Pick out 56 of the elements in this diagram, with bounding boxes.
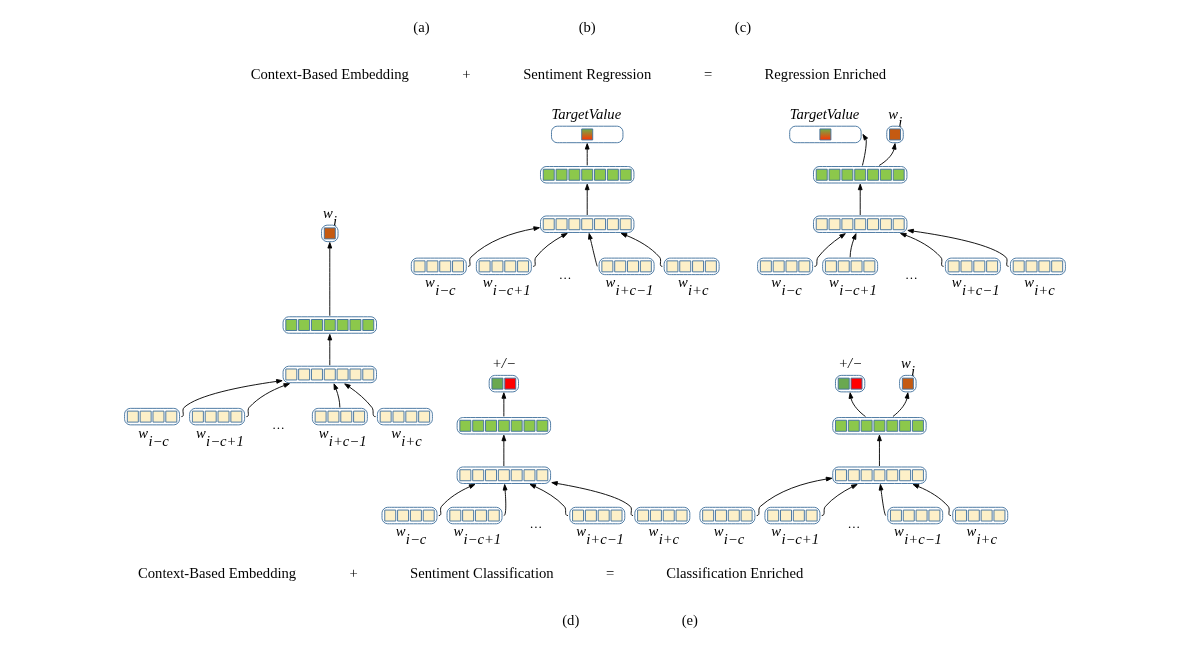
arrow [912, 484, 951, 516]
arrow [899, 232, 944, 267]
label: Sentiment Classification [409, 564, 554, 581]
arrow [813, 233, 846, 267]
label: (b) [578, 18, 596, 35]
arrow [620, 233, 663, 267]
arrow [857, 183, 863, 216]
arrow [550, 481, 633, 516]
arrow [180, 379, 283, 418]
arrow [755, 476, 832, 516]
arrow [861, 134, 868, 166]
label: … [904, 267, 918, 282]
arrow [820, 484, 858, 516]
arrow [584, 143, 590, 166]
arrow [878, 484, 886, 516]
arrow [906, 228, 1009, 267]
node-label: +/− [491, 354, 516, 371]
label: = [605, 564, 614, 581]
node-label: +/− [837, 354, 862, 371]
arrow [584, 183, 590, 216]
label: Context-Based Embedding [137, 564, 296, 581]
arrow [876, 434, 882, 467]
arrow [245, 383, 290, 418]
node-label: TargetValue [789, 105, 859, 122]
label: Context-Based Embedding [250, 66, 409, 83]
arrow [878, 143, 896, 166]
arrow [529, 483, 568, 516]
arrow [848, 392, 866, 418]
label: … [529, 517, 542, 532]
label: … [846, 517, 860, 532]
label: Sentiment Regression [522, 66, 651, 83]
arrow [326, 242, 332, 317]
arrow [437, 484, 475, 516]
node-label: TargetValue [550, 105, 621, 122]
label: (c) [734, 18, 751, 35]
arrow [532, 232, 568, 267]
label: Classification Enriched [665, 564, 803, 581]
label: + [461, 66, 470, 83]
arrow [343, 383, 376, 418]
label: + [348, 564, 358, 581]
label: … [271, 418, 285, 433]
arrow [333, 383, 340, 408]
arrow [892, 392, 909, 417]
arrow [849, 233, 856, 258]
arrow [500, 392, 506, 417]
arrow [326, 334, 332, 366]
label: = [703, 66, 712, 83]
arrow [502, 484, 507, 516]
arrow [467, 226, 540, 267]
label: … [558, 267, 572, 282]
arrow [587, 233, 598, 267]
label: (a) [412, 18, 430, 35]
label: (d) [561, 612, 579, 629]
label: Regression Enriched [764, 66, 886, 83]
arrow [500, 434, 506, 467]
label: (e) [681, 612, 698, 629]
